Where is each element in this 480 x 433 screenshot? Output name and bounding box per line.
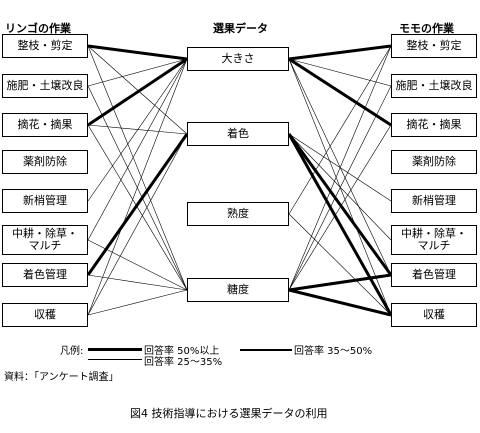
peach-task-thinning: 摘花・摘果 [391,113,477,137]
legend-label: 凡例: [60,346,84,357]
legend-rate-low: 回答率 25～35% [144,357,223,368]
peach-connection-line [288,58,392,316]
peach-connection-line [288,58,392,276]
legend-line-mid [240,349,292,351]
apple-tasks-header: リンゴの作業 [5,22,71,35]
apple-task-harvest: 収穫 [2,303,88,327]
apple-connection-line [87,58,188,87]
legend-line-high [88,348,142,351]
legend-rate-high: 回答率 50%以上 [144,346,220,357]
source-note: 資料：「アンケート調査」 [4,372,119,383]
apple-connection-line [87,85,188,291]
apple-task-pruning: 整枝・剪定 [2,34,88,58]
apple-connection-line [87,274,188,291]
peach-connection-line [288,45,392,215]
figure-caption: 図4 技術指導における選果データの利用 [130,407,328,420]
peach-connection-line [288,44,392,61]
peach-connection-line [287,133,393,316]
legend-rate-mid: 回答率 35～50% [294,346,373,357]
apple-connection-line [87,45,188,135]
apple-connection-line [87,45,188,291]
peach-task-fertilization: 施肥・土壌改良 [391,74,477,98]
apple-task-thinning: 摘花・摘果 [2,113,88,137]
peach-connection-line [288,85,392,291]
selection-data-size: 大きさ [187,47,289,71]
apple-connection-line [86,133,189,276]
apple-task-coloring-management: 着色管理 [2,263,88,287]
peach-tasks-header: モモの作業 [399,22,454,35]
peach-task-coloring-management: 着色管理 [391,263,477,287]
peach-task-pruning: 整枝・剪定 [391,34,477,58]
apple-connection-line [87,44,188,61]
apple-connection-line [87,289,188,316]
peach-connection-line [288,213,392,316]
peach-connection-line [288,273,392,292]
selection-data-color: 着色 [187,122,289,146]
peach-task-spraying: 薬剤防除 [391,150,477,174]
apple-task-spraying: 薬剤防除 [2,150,88,174]
apple-connection-line [87,124,188,291]
apple-connection-line [87,133,188,316]
peach-connection-line [287,133,393,276]
apple-connection-line [87,58,188,202]
peach-task-harvest: 収穫 [391,303,477,327]
apple-task-fertilization: 施肥・土壌改良 [2,74,88,98]
legend-line-low [88,359,142,360]
peach-connection-line [288,57,392,127]
peach-connection-line [288,124,392,291]
peach-task-shoot-management: 新梢管理 [391,189,477,213]
apple-connection-line [87,57,188,127]
apple-task-shoot-management: 新梢管理 [2,189,88,213]
peach-connection-line [288,45,392,291]
peach-connection-line [288,58,392,87]
selection-data-ripeness: 熟度 [187,202,289,226]
apple-connection-line [87,58,188,241]
selection-data-sugar: 糖度 [187,278,289,302]
peach-connection-line [288,288,392,317]
apple-connection-line [87,239,188,291]
apple-connection-line [87,58,188,316]
peach-task-cultivation-weeding: 中耕・除草・マルチ [391,225,477,255]
apple-task-cultivation-weeding: 中耕・除草・マルチ [2,225,88,255]
selection-data-header: 選果データ [213,22,268,35]
